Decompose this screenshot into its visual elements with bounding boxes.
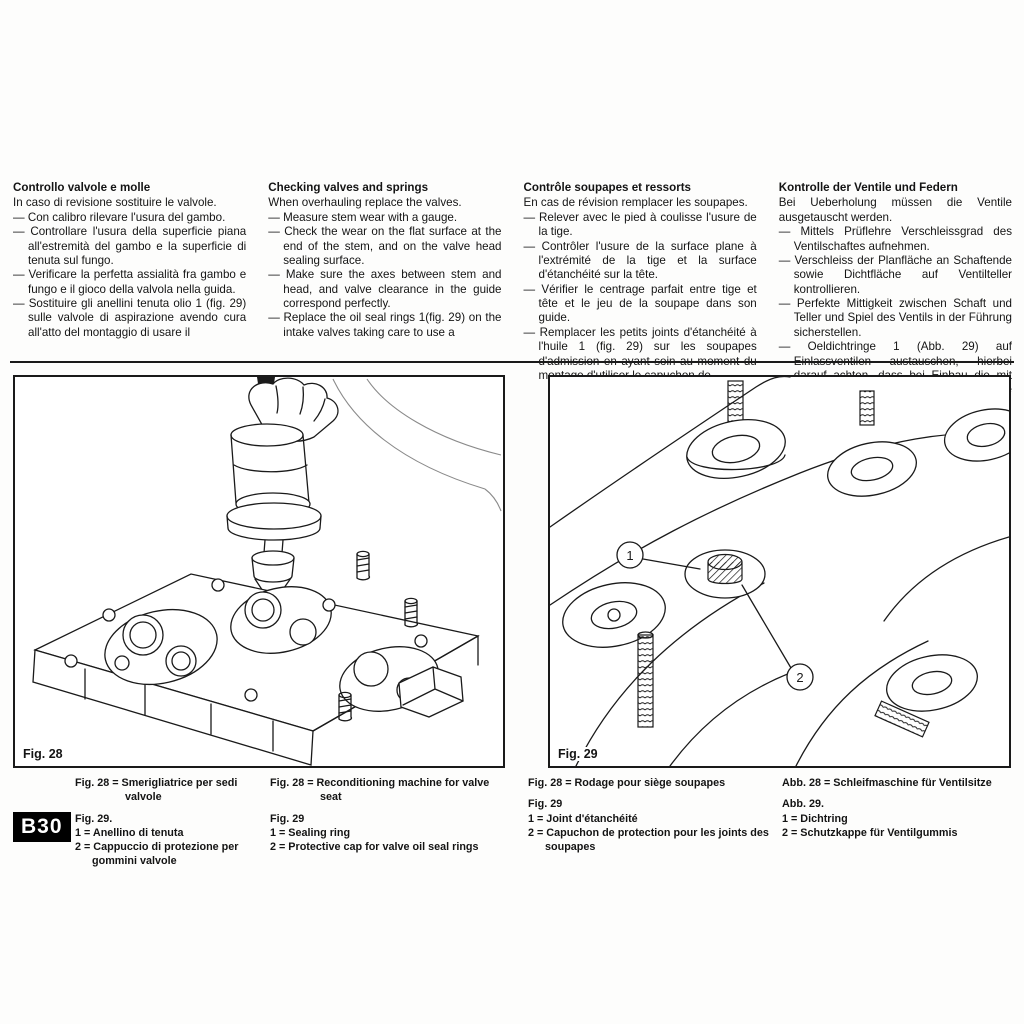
list-item: — Con calibro rilevare l'usura del gambo… xyxy=(13,210,226,224)
stud xyxy=(356,550,371,581)
caption-german: Abb. 28 = Schleifmaschine für Ventilsitz… xyxy=(782,776,1014,840)
column-french: Contrôle soupapes et ressorts En cas de … xyxy=(524,181,757,412)
caption-item: 2 = Schutzkappe für Ventilgummis xyxy=(782,826,958,839)
list-item: — Controllare l'usura della superficie p… xyxy=(13,225,247,267)
caption-item: 2 = Protective cap for valve oil seal ri… xyxy=(270,841,479,853)
callout-1: 1 xyxy=(616,541,701,570)
caption-english: Fig. 28 = Reconditioning machine for val… xyxy=(270,776,502,854)
threaded-plug xyxy=(874,700,930,738)
column-heading: Kontrolle der Ventile und Federn xyxy=(778,181,958,194)
threaded-stud xyxy=(637,634,654,728)
caption-item: 2 = Cappuccio di protezione per gommini … xyxy=(75,841,239,868)
column-heading: Controllo valvole e molle xyxy=(13,181,151,194)
list-item: — Verschleiss der Planfläche an Schaften… xyxy=(778,253,1012,296)
threaded-stud xyxy=(859,390,875,426)
horizontal-divider xyxy=(10,361,1014,363)
caption-fig29-title: Abb. 29. xyxy=(782,798,824,811)
valve-oil-seal xyxy=(684,549,766,599)
figure-28-label: Fig. 28 xyxy=(23,747,69,761)
grinding-machine xyxy=(226,377,339,607)
operator-arm-outline xyxy=(332,378,502,512)
caption-fig29-title: Fig. 29 xyxy=(270,812,305,825)
caption-fig28: Fig. 28 = Rodage pour siège soupapes xyxy=(528,777,726,789)
column-intro: In caso di revisione sostituire le valvo… xyxy=(13,196,217,210)
list-item: — Verificare la perfetta assialità fra g… xyxy=(13,268,247,296)
column-intro: When overhauling replace the valves. xyxy=(268,196,462,210)
list-item: — Mittels Prüflehre Verschleissgrad des … xyxy=(778,225,1012,253)
fig29-drawing: 1 2 xyxy=(550,377,1009,766)
column-heading: Checking valves and springs xyxy=(268,181,429,194)
column-english: Checking valves and springs When overhau… xyxy=(268,181,501,412)
list-item: — Relever avec le pied à coulisse l'usur… xyxy=(523,210,757,239)
caption-item: 1 = Dichtring xyxy=(782,812,848,825)
caption-fig29-title: Fig. 29. xyxy=(75,812,113,825)
list-item: — Measure stem wear with a gauge. xyxy=(268,210,458,224)
caption-fig28: Fig. 28 = Smerigliatrice per sedi valvol… xyxy=(75,777,238,804)
list-item: — Sostituire gli anellini tenuta olio 1 … xyxy=(13,297,247,339)
list-item: — Check the wear on the flat surface at … xyxy=(268,225,502,267)
figure-28-panel: Fig. 28 xyxy=(13,375,505,768)
cylinder-head xyxy=(32,550,480,766)
caption-item: 1 = Anellino di tenuta xyxy=(75,826,184,839)
caption-fig29-title: Fig. 29 xyxy=(528,798,563,811)
column-intro: Bei Ueberholung müssen die Ventile ausge… xyxy=(778,196,1012,224)
figure-29-panel: 1 2 Fig. 29 xyxy=(548,375,1011,768)
callout-2: 2 xyxy=(741,584,814,691)
page-code-badge: B30 xyxy=(13,812,71,842)
caption-item: 1 = Joint d'étanchéité xyxy=(528,812,638,825)
list-item: — Contrôler l'usure de la surface plane … xyxy=(523,239,757,282)
figure-29-label: Fig. 29 xyxy=(558,747,604,761)
cylinder-head-casting xyxy=(550,377,1009,766)
list-item: — Perfekte Mittigkeit zwischen Schaft un… xyxy=(778,297,1012,339)
callout-1-number: 1 xyxy=(626,548,633,563)
stud xyxy=(338,691,353,722)
caption-fig28: Abb. 28 = Schleifmaschine für Ventilsitz… xyxy=(782,777,992,789)
fig28-drawing xyxy=(32,377,502,766)
caption-italian: Fig. 28 = Smerigliatrice per sedi valvol… xyxy=(75,776,267,869)
column-italian: Controllo valvole e molle In caso di rev… xyxy=(13,181,246,412)
column-heading: Contrôle soupapes et ressorts xyxy=(523,181,692,194)
stud xyxy=(404,597,419,628)
list-item: — Replace the oil seal rings 1(fig. 29) … xyxy=(268,311,502,339)
caption-fig28: Fig. 28 = Reconditioning machine for val… xyxy=(270,777,490,804)
caption-item: 1 = Sealing ring xyxy=(270,826,351,839)
threaded-stud xyxy=(727,380,744,424)
callout-2-number: 2 xyxy=(796,670,803,685)
list-item: — Vérifier le centrage parfait entre tig… xyxy=(523,282,757,325)
caption-french: Fig. 28 = Rodage pour siège soupapes Fig… xyxy=(528,776,774,854)
column-intro: En cas de révision remplacer les soupape… xyxy=(523,196,748,210)
caption-item: 2 = Capuchon de protection pour les join… xyxy=(528,826,769,853)
list-item: — Make sure the axes between stem and he… xyxy=(268,268,502,310)
